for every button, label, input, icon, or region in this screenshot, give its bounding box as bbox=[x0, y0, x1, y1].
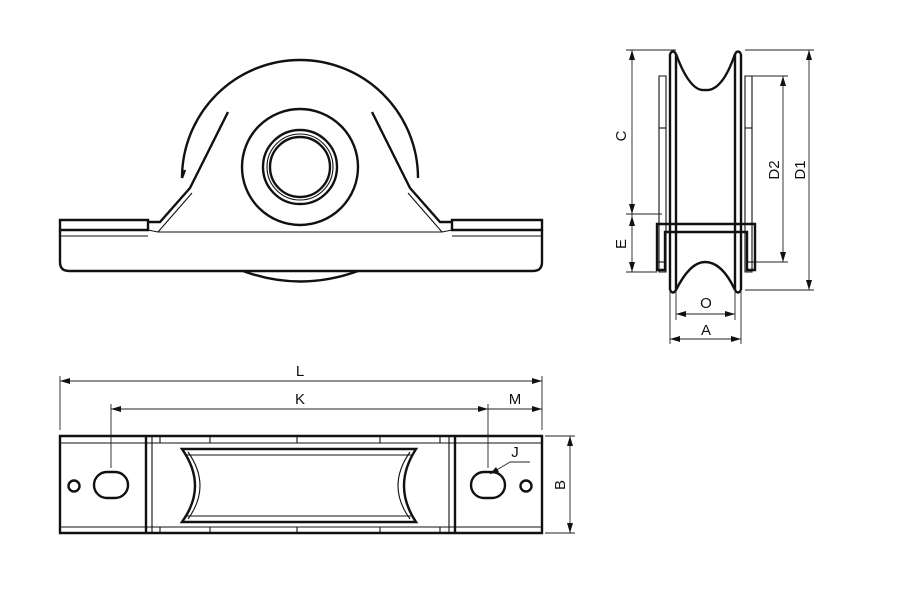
side-plate-left bbox=[658, 75, 667, 273]
wheel-outline bbox=[180, 58, 420, 179]
bearing-inner bbox=[268, 135, 332, 199]
top-plate-outline bbox=[58, 434, 544, 535]
dim-label-c: C bbox=[613, 130, 630, 141]
dim-label-m: M bbox=[509, 391, 522, 408]
mount-slot-left bbox=[92, 470, 130, 500]
dim-label-a: A bbox=[701, 322, 711, 339]
dim-label-d2: D2 bbox=[766, 160, 783, 179]
top-wheel bbox=[179, 447, 419, 524]
mount-hole-right bbox=[519, 479, 533, 493]
dim-label-d1: D1 bbox=[792, 160, 809, 179]
top-view bbox=[58, 434, 544, 535]
side-view bbox=[655, 50, 757, 294]
dim-label-b: B bbox=[552, 480, 569, 490]
front-view bbox=[58, 58, 544, 283]
hub-boss bbox=[240, 107, 360, 227]
dim-label-j: J bbox=[511, 444, 519, 461]
dim-label-e: E bbox=[613, 239, 630, 249]
dim-label-o: O bbox=[700, 295, 712, 312]
bracket-outline bbox=[148, 111, 230, 224]
bearing-outer bbox=[261, 128, 339, 206]
groove-wheel bbox=[674, 53, 737, 92]
dim-label-k: K bbox=[295, 391, 305, 408]
wheel-bottom bbox=[242, 269, 359, 283]
top-view-dimensions bbox=[59, 376, 575, 534]
side-view-dimensions bbox=[626, 49, 814, 344]
dim-label-l: L bbox=[296, 363, 304, 380]
mount-slot-right bbox=[469, 470, 507, 500]
base-plate bbox=[58, 218, 150, 232]
mount-hole-left bbox=[67, 479, 81, 493]
u-bracket bbox=[655, 222, 757, 272]
side-plate-right bbox=[744, 75, 753, 273]
